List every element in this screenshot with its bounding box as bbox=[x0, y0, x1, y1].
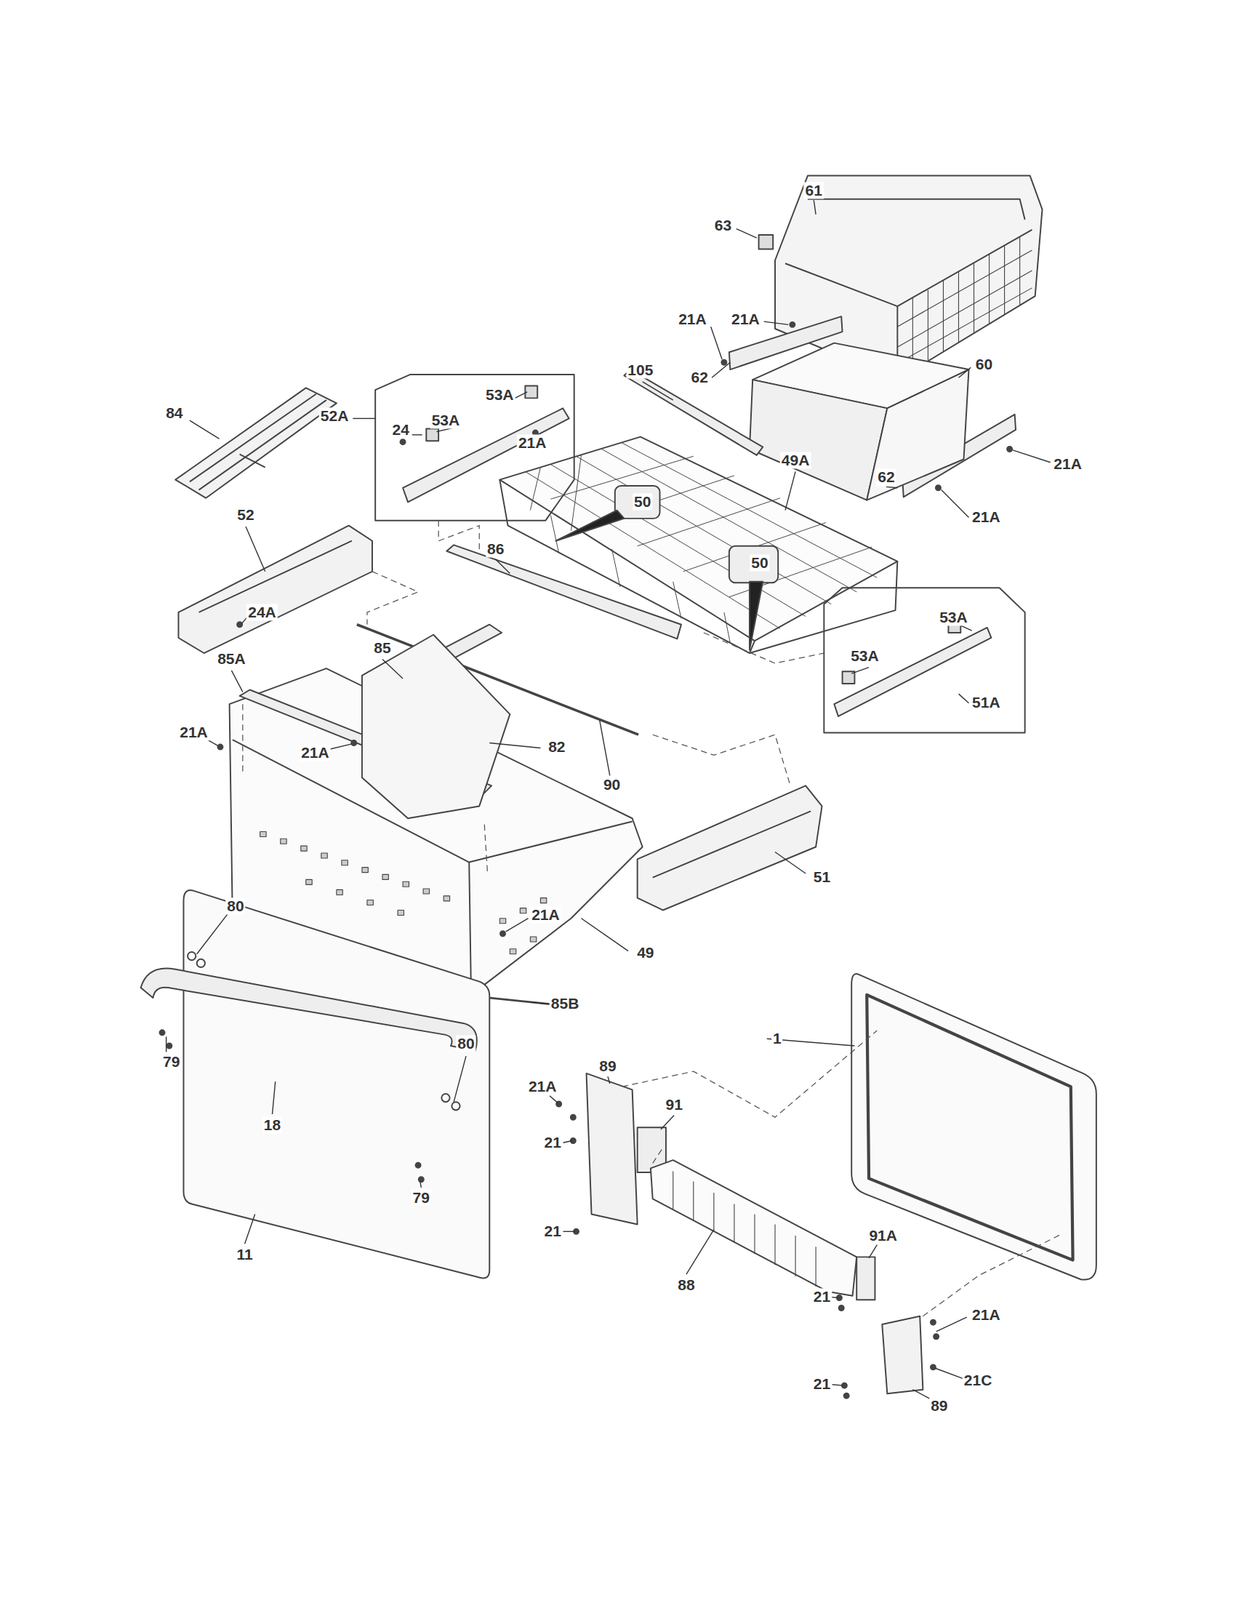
callout-number: 21A bbox=[516, 434, 549, 451]
callout-number: 49 bbox=[635, 944, 656, 962]
part-outlines bbox=[141, 175, 1097, 1399]
callout-number: 89 bbox=[597, 1057, 618, 1074]
callout-number: 53A bbox=[937, 608, 970, 626]
callout-number: 21A bbox=[970, 1305, 1002, 1323]
callout-number: 91A bbox=[867, 1226, 899, 1244]
callout-number: 49A bbox=[780, 451, 812, 469]
callout-number: 62 bbox=[876, 468, 896, 486]
callout-number: 21A bbox=[178, 724, 210, 741]
callout-number: 11 bbox=[235, 1246, 255, 1263]
callout-number: 24A bbox=[246, 603, 278, 621]
callout-number: 85 bbox=[372, 639, 392, 656]
callout-number: 51 bbox=[812, 868, 832, 886]
callout-number: 53A bbox=[430, 411, 462, 429]
callout-number: 85A bbox=[215, 650, 248, 668]
callout-number: 50 bbox=[632, 493, 653, 511]
dashed-guides bbox=[242, 520, 1061, 1316]
callout-number: 21C bbox=[962, 1371, 994, 1388]
callout-number: 52A bbox=[319, 407, 351, 425]
callout-number: 21 bbox=[812, 1287, 832, 1305]
callout-number: 91 bbox=[663, 1096, 684, 1114]
callout-number: 80 bbox=[455, 1034, 476, 1052]
callout-number: 88 bbox=[676, 1276, 696, 1294]
callout-number: 79 bbox=[411, 1188, 432, 1206]
callout-number: 52 bbox=[235, 506, 256, 524]
callout-number: 21A bbox=[299, 744, 331, 762]
callout-number: 51A bbox=[970, 694, 1002, 712]
callout-number: 21 bbox=[543, 1133, 563, 1151]
callout-number: 89 bbox=[929, 1396, 949, 1414]
callout-number: 21A bbox=[530, 906, 562, 924]
callout-number: 90 bbox=[602, 775, 622, 793]
callout-number: 105 bbox=[625, 362, 655, 379]
callout-number: 82 bbox=[546, 737, 567, 755]
callout-number: 21A bbox=[1052, 455, 1084, 473]
callout-number: 60 bbox=[974, 355, 994, 373]
callout-number: 53A bbox=[849, 647, 881, 664]
callout-number: 53A bbox=[484, 386, 516, 403]
callout-number: 50 bbox=[749, 554, 770, 572]
callout-number: 63 bbox=[713, 216, 733, 234]
callout-number: 18 bbox=[262, 1116, 283, 1134]
callout-number: 21A bbox=[676, 310, 709, 328]
callout-number: 21A bbox=[970, 508, 1002, 526]
callout-number: 62 bbox=[689, 368, 710, 386]
callout-number: 79 bbox=[161, 1053, 182, 1071]
callout-number: 24 bbox=[391, 420, 411, 438]
callout-number: 85B bbox=[549, 995, 581, 1013]
callout-number: 1 bbox=[771, 1029, 784, 1047]
callout-number: 21A bbox=[527, 1077, 559, 1095]
callout-number: 80 bbox=[225, 897, 246, 914]
callout-number: 21 bbox=[812, 1375, 832, 1393]
callout-number: 21 bbox=[543, 1222, 563, 1239]
callout-number: 21A bbox=[729, 310, 762, 328]
callout-number: 61 bbox=[804, 182, 824, 200]
callout-number: 84 bbox=[164, 404, 184, 422]
callout-number: 86 bbox=[485, 540, 506, 557]
leader-lines bbox=[166, 199, 1051, 1399]
